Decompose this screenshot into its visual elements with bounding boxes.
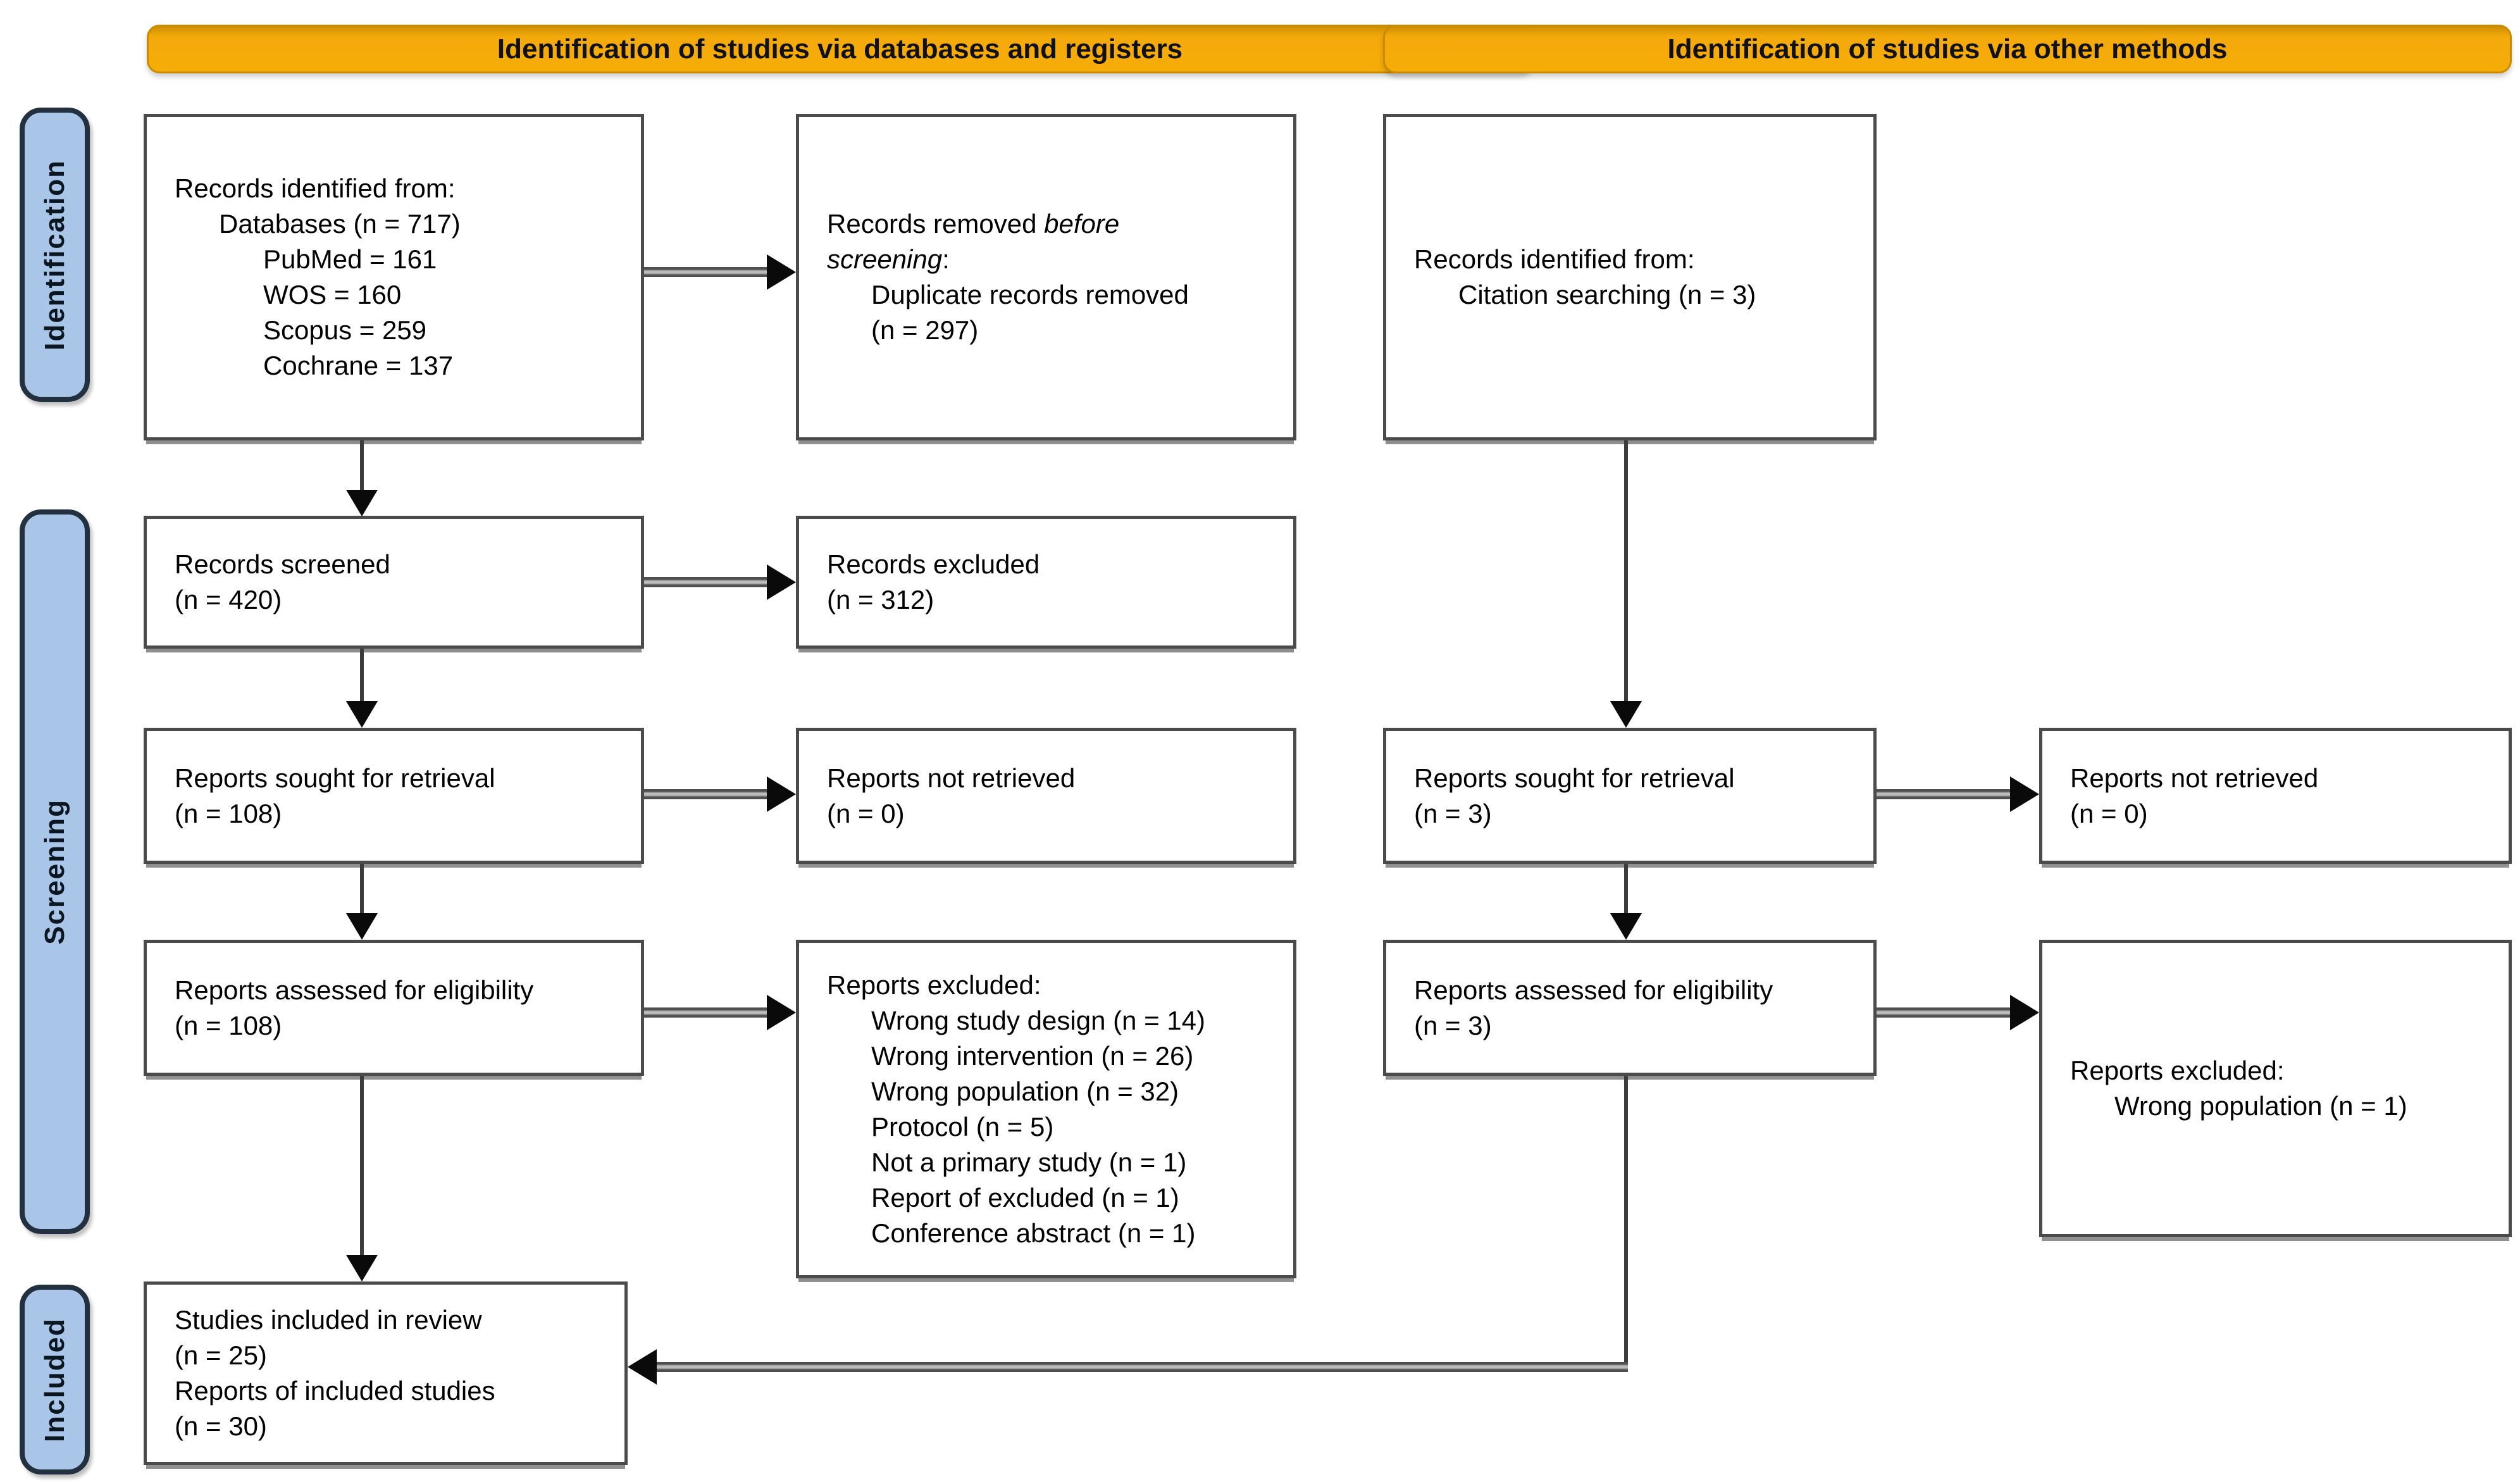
duplicates-removed: Duplicate records removed xyxy=(871,280,1189,309)
arrowhead-identified-to-screened-icon xyxy=(346,490,378,516)
connector-citation-to-sought xyxy=(1624,440,1628,702)
arrowhead-assessed-to-included-icon xyxy=(346,1255,378,1281)
arrowhead-sought-to-assessed-other-icon xyxy=(1610,913,1642,940)
records-removed-title-line1: Records removed before xyxy=(827,206,1274,242)
reports-not-retrieved-other-count: (n = 0) xyxy=(2070,798,2148,828)
reason-wrong-population: Wrong population (n = 32) xyxy=(871,1076,1179,1106)
connector-identified-to-removed xyxy=(644,267,767,277)
arrowhead-sought-to-not-retrieved-other-icon xyxy=(2010,776,2039,812)
phase-included-label: Included xyxy=(39,1317,70,1442)
arrowhead-identified-to-removed-icon xyxy=(767,254,796,290)
reports-included-count: (n = 30) xyxy=(175,1411,267,1441)
reason-conference-abstract: Conference abstract (n = 1) xyxy=(871,1218,1196,1248)
reports-sought-db-count: (n = 108) xyxy=(175,798,282,828)
reports-assessed-other-label: Reports assessed for eligibility xyxy=(1414,975,1773,1005)
records-excluded-count: (n = 312) xyxy=(827,585,934,614)
connector-assessed-to-excluded-db xyxy=(644,1007,767,1018)
arrowhead-screened-to-excluded-icon xyxy=(767,564,796,600)
records-removed-colon: : xyxy=(942,244,950,274)
reports-not-retrieved-db-label: Reports not retrieved xyxy=(827,763,1076,793)
arrowhead-assessed-to-excluded-db-icon xyxy=(767,995,796,1030)
reports-sought-db-label: Reports sought for retrieval xyxy=(175,763,495,793)
connector-assessed-to-excluded-other xyxy=(1877,1007,2010,1018)
connector-sought-to-not-retrieved-db xyxy=(644,789,767,799)
records-removed-italic1: before xyxy=(1044,209,1120,239)
box-reports-sought-other: Reports sought for retrieval (n = 3) xyxy=(1383,728,1877,864)
duplicates-removed-count: (n = 297) xyxy=(871,315,979,345)
reports-sought-other-count: (n = 3) xyxy=(1414,798,1492,828)
phase-screening: Screening xyxy=(20,509,90,1234)
reports-excluded-db-title: Reports excluded: xyxy=(827,970,1041,1000)
reason-not-primary-study: Not a primary study (n = 1) xyxy=(871,1147,1187,1177)
studies-included-label: Studies included in review xyxy=(175,1305,482,1335)
reports-assessed-other-count: (n = 3) xyxy=(1414,1010,1492,1040)
records-removed-title-line2: screening: xyxy=(827,242,1274,277)
source-pubmed: PubMed = 161 xyxy=(263,244,437,274)
records-identified-other-title: Records identified from: xyxy=(1414,244,1695,274)
arrowhead-assessed-to-excluded-other-icon xyxy=(2010,995,2039,1030)
reports-assessed-db-count: (n = 108) xyxy=(175,1010,282,1040)
reports-assessed-db-label: Reports assessed for eligibility xyxy=(175,975,534,1005)
reports-sought-other-label: Reports sought for retrieval xyxy=(1414,763,1735,793)
arrowhead-screened-to-sought-icon xyxy=(346,701,378,728)
records-removed-text: Records removed xyxy=(827,209,1045,239)
reports-included-label: Reports of included studies xyxy=(175,1376,495,1406)
reports-not-retrieved-other-label: Reports not retrieved xyxy=(2070,763,2319,793)
reason-protocol: Protocol (n = 5) xyxy=(871,1111,1054,1142)
connector-sought-to-assessed-other xyxy=(1624,864,1628,914)
box-reports-excluded-other: Reports excluded: Wrong population (n = … xyxy=(2039,940,2512,1237)
records-removed-italic2: screening xyxy=(827,244,943,274)
box-reports-not-retrieved-other: Reports not retrieved (n = 0) xyxy=(2039,728,2512,864)
reason-other-wrong-population: Wrong population (n = 1) xyxy=(2114,1091,2407,1121)
banner-other-methods: Identification of studies via other meth… xyxy=(1383,25,2512,73)
box-reports-assessed-other: Reports assessed for eligibility (n = 3) xyxy=(1383,940,1877,1076)
banner-other-label: Identification of studies via other meth… xyxy=(1667,33,2228,65)
records-screened-count: (n = 420) xyxy=(175,585,282,614)
box-records-screened: Records screened (n = 420) xyxy=(144,516,644,649)
box-reports-excluded-databases: Reports excluded: Wrong study design (n … xyxy=(796,940,1296,1278)
box-records-identified-other: Records identified from: Citation search… xyxy=(1383,114,1877,440)
source-cochrane: Cochrane = 137 xyxy=(263,351,454,380)
source-scopus: Scopus = 259 xyxy=(263,315,427,345)
reason-wrong-intervention: Wrong intervention (n = 26) xyxy=(871,1040,1194,1071)
box-reports-not-retrieved-databases: Reports not retrieved (n = 0) xyxy=(796,728,1296,864)
arrowhead-sought-to-not-retrieved-db-icon xyxy=(767,776,796,812)
records-identified-title: Records identified from: xyxy=(175,173,456,203)
connector-screened-to-excluded xyxy=(644,577,767,587)
phase-included: Included xyxy=(20,1285,90,1475)
reports-excluded-other-title: Reports excluded: xyxy=(2070,1056,2285,1085)
connector-sought-to-not-retrieved-other xyxy=(1877,789,2010,799)
connector-assessed-other-down xyxy=(1624,1076,1628,1367)
banner-databases-label: Identification of studies via databases … xyxy=(497,33,1183,65)
connector-identified-to-screened xyxy=(360,440,364,491)
box-reports-sought-databases: Reports sought for retrieval (n = 108) xyxy=(144,728,644,864)
records-screened-label: Records screened xyxy=(175,549,390,579)
box-studies-included: Studies included in review (n = 25) Repo… xyxy=(144,1281,628,1465)
arrowhead-citation-to-sought-icon xyxy=(1610,701,1642,728)
reason-report-of-excluded: Report of excluded (n = 1) xyxy=(871,1182,1179,1213)
connector-assessed-to-included xyxy=(360,1076,364,1256)
reports-not-retrieved-db-count: (n = 0) xyxy=(827,798,905,828)
connector-screened-to-sought xyxy=(360,649,364,702)
connector-sought-to-assessed-db xyxy=(360,864,364,914)
phase-identification-label: Identification xyxy=(39,159,70,351)
box-records-excluded: Records excluded (n = 312) xyxy=(796,516,1296,649)
box-reports-assessed-databases: Reports assessed for eligibility (n = 10… xyxy=(144,940,644,1076)
studies-included-count: (n = 25) xyxy=(175,1340,267,1370)
source-wos: WOS = 160 xyxy=(263,280,402,309)
box-records-identified-databases: Records identified from: Databases (n = … xyxy=(144,114,644,440)
records-excluded-label: Records excluded xyxy=(827,549,1040,579)
banner-databases-registers: Identification of studies via databases … xyxy=(147,25,1533,73)
box-records-removed: Records removed before screening: Duplic… xyxy=(796,114,1296,440)
reason-wrong-study-design: Wrong study design (n = 14) xyxy=(871,1005,1206,1035)
citation-searching: Citation searching (n = 3) xyxy=(1458,280,1756,309)
arrowhead-sought-to-assessed-db-icon xyxy=(346,913,378,940)
arrowhead-other-to-included-icon xyxy=(628,1349,657,1385)
phase-screening-label: Screening xyxy=(39,799,70,945)
records-identified-databases: Databases (n = 717) xyxy=(219,209,461,239)
connector-assessed-other-to-included xyxy=(657,1362,1628,1372)
phase-identification: Identification xyxy=(20,108,90,402)
